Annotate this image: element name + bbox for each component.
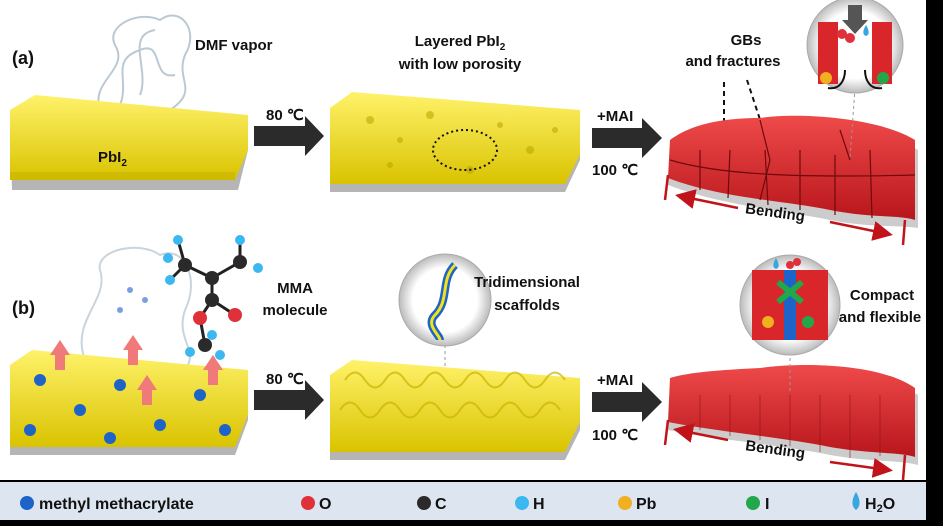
legend-item-carbon: C [417,496,447,513]
low-porosity-label: with low porosity [398,56,522,73]
gbs-label: GBs [731,32,762,49]
scaffold-pbi2-film [330,360,580,460]
mma-label: MMA [277,280,313,297]
pbi2-mma-film [10,335,248,455]
scaffolds-label: scaffolds [494,297,560,314]
pbi2-label: PbI2 [98,149,127,169]
dmf-vapor-label: DMF vapor [195,37,273,54]
porosity-highlight-ellipse [432,129,498,171]
oxygen-molecule-icon [837,29,847,39]
compact-perovskite-film [668,364,918,465]
process-arrow-a1 [254,116,324,156]
water-drop-icon [773,258,779,269]
legend-bar [0,482,926,520]
legend-item-iodine: I [746,496,769,513]
layered-pbi2-film [330,92,580,192]
legend: methyl methacrylate O C H Pb I H2O [20,492,895,515]
fractures-label: and fractures [685,53,780,70]
protection-inset-circle [739,254,841,392]
layered-pbi2-title: Layered PbI2 [415,33,506,53]
process-arrow-b1 [254,380,324,420]
a-step2-reagent: +MAI [597,108,633,125]
a-step2-temperature: 100 ℃ [592,162,638,179]
svg-text:H2O: H2O [865,496,895,515]
mma-molecule-model [163,235,263,360]
b-step1-temperature: 80 ℃ [266,371,304,388]
tridimensional-label: Tridimensional [474,274,580,291]
cracked-perovskite-film [668,115,918,228]
b-step2-temperature: 100 ℃ [592,427,638,444]
legend-item-oxygen: O [301,496,331,513]
degradation-arrow-icon [842,5,868,34]
svg-text:H: H [533,496,545,513]
i-ion-icon [877,72,889,84]
legend-item-water: H2O [852,492,895,515]
mma-vapor-cloud [80,246,192,371]
compact-label: Compact [850,287,914,304]
svg-text:Pb: Pb [636,496,657,513]
svg-text:methyl methacrylate: methyl methacrylate [39,496,194,513]
scaffold-inset-circle [398,253,492,385]
bending-arrows-a [663,174,907,246]
svg-text:I: I [765,496,769,513]
water-drop-icon [852,492,860,510]
legend-item-hydrogen: H [515,496,545,513]
legend-item-methyl-methacrylate: methyl methacrylate [20,496,194,513]
svg-text:O: O [319,496,331,513]
degradation-inset-circle [806,0,904,159]
panel-b-label: (b) [12,298,35,318]
a-step1-temperature: 80 ℃ [266,107,304,124]
process-arrow-a2 [592,118,662,158]
svg-text:C: C [435,496,447,513]
b-step2-reagent: +MAI [597,372,633,389]
evaporation-arrows [50,335,223,405]
pb-ion-icon [820,72,832,84]
dmf-vapor-cloud [97,14,192,111]
water-drop-icon [863,25,869,36]
molecule-label: molecule [262,302,327,319]
pbi2-film-wet [10,95,248,190]
flexible-label: and flexible [839,309,922,326]
process-arrow-b2 [592,382,662,422]
panel-a-label: (a) [12,48,34,68]
bending-arrows-b [663,419,907,481]
legend-item-lead: Pb [618,496,657,513]
